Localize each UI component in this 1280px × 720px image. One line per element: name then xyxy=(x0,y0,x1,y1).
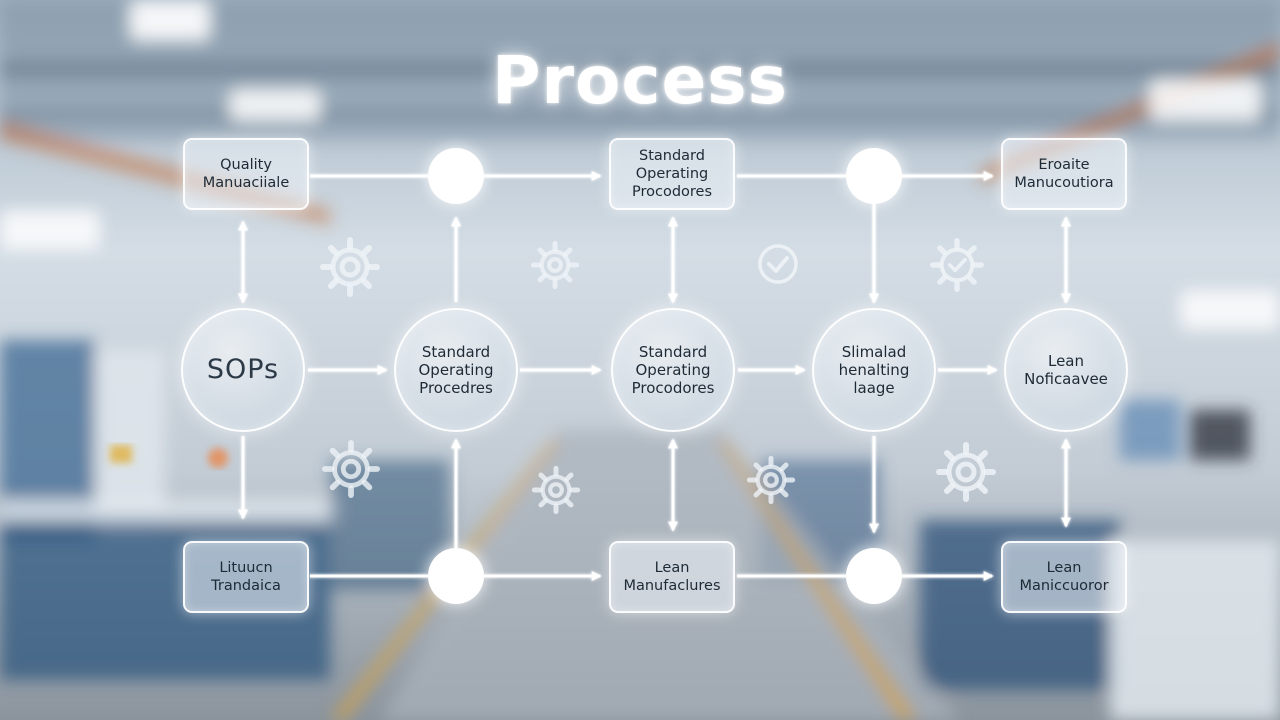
junction-dot xyxy=(846,148,902,204)
gear-icon xyxy=(746,455,796,505)
node-manufacturing-top: Eroaite Manucoutiora xyxy=(1001,138,1127,210)
node-lean-manufactures: Lean Manufaclures xyxy=(609,541,735,613)
junction-dot xyxy=(846,548,902,604)
node-standard-operating-2: Standard Operating Procedres xyxy=(394,308,518,432)
gear-icon xyxy=(531,465,581,515)
node-standard-operating-top: Standard Operating Procodores xyxy=(609,138,735,210)
node-simulated-image: Slimalad henalting laage xyxy=(812,308,936,432)
node-quality-manual: Quality Manuaciiale xyxy=(183,138,309,210)
node-sops: SOPs xyxy=(181,308,305,432)
gear-icon xyxy=(936,442,996,502)
node-lean-manufacturer: Lean Maniccuoror xyxy=(1001,541,1127,613)
gear-icon xyxy=(320,237,380,297)
gear-icon xyxy=(322,440,380,498)
diagram-title: Process xyxy=(492,42,788,119)
gear-icon xyxy=(530,240,580,290)
node-standard-operating-3: Standard Operating Procodores xyxy=(611,308,735,432)
junction-dot xyxy=(428,548,484,604)
checkmark-icon xyxy=(758,244,798,284)
gear-check-icon xyxy=(930,238,984,292)
node-lean-notice: Lean Noficaavee xyxy=(1004,308,1128,432)
node-lituucn: Lituucn Trandaica xyxy=(183,541,309,613)
junction-dot xyxy=(428,148,484,204)
